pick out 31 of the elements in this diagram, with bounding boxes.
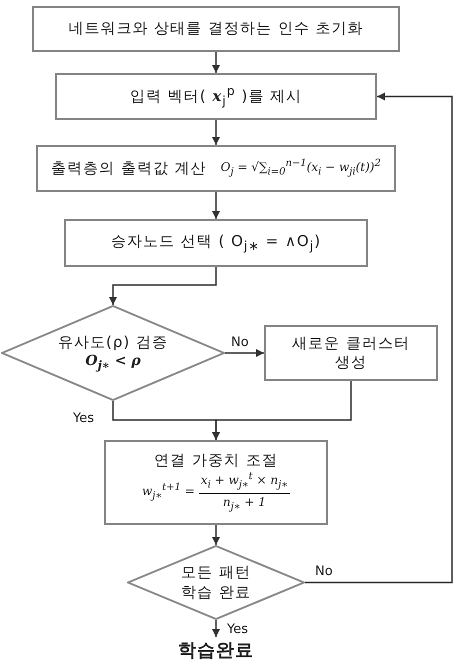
process-box <box>32 6 400 52</box>
process-box <box>36 145 396 192</box>
decision-diamond <box>127 545 305 620</box>
denominator: n$_{j∗}$ + 1 <box>222 494 266 514</box>
step-text: 새로운 클러스터 생성 <box>291 334 411 372</box>
arrow <box>225 349 264 357</box>
step-text: 승자노드 선택 ( O$_{j∗}$ = ∧O$_{j}$) <box>110 232 322 254</box>
step-text: 유사도(ρ) 검증 <box>58 332 168 352</box>
process-box <box>104 440 328 525</box>
process-box <box>55 73 377 120</box>
decision-diamond <box>1 305 225 401</box>
arrow <box>212 192 220 219</box>
step-text: 입력 벡터( x$_{j}$$^{p}$ )를 제시 <box>130 83 302 110</box>
arrow <box>212 620 220 637</box>
formula-text: w$_{j∗}$$^{t+1}$ = <box>142 481 195 504</box>
process-box <box>64 219 368 267</box>
arrow <box>305 92 453 584</box>
numerator: x$_{i}$ + w$_{j∗}$$^{t}$ × n$_{j∗}$ <box>198 470 290 494</box>
step-text: 네트워크와 상태를 결정하는 인수 초기화 <box>68 19 364 39</box>
step-text: 모든 패턴 학습 완료 <box>180 563 252 602</box>
arrow <box>212 381 352 440</box>
arrow <box>212 52 220 73</box>
arrow <box>212 525 220 545</box>
end-text: 학습완료 <box>156 637 276 663</box>
step-text: 연결 가중치 조절 <box>154 450 278 470</box>
step-text: 출력층의 출력값 계산 <box>51 158 207 178</box>
arrow <box>109 267 217 305</box>
process-box <box>264 325 438 381</box>
formula-text: O$_{j}$ = √∑$_{i=0}$$^{n−1}$(x$_{i}$ − w$_{ji}$(t))$^{2}$ <box>220 157 381 180</box>
arrow <box>212 120 220 145</box>
formula-text: O$_{j∗}$ < ρ <box>85 352 141 374</box>
